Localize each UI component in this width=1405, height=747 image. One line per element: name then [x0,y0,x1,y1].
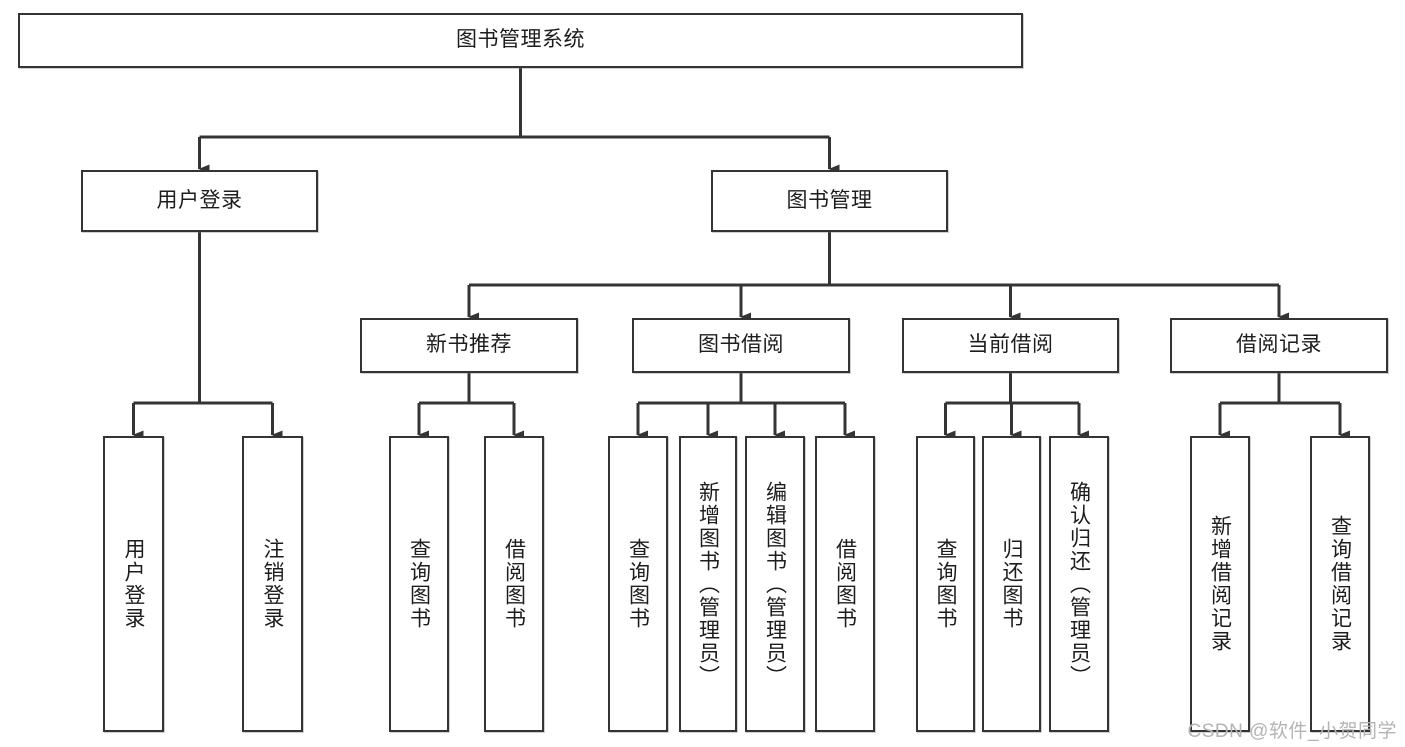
node-leaf-query-record[interactable]: 查询借阅记录 [1310,436,1370,732]
node-label: 新增借阅记录 [1208,515,1232,653]
node-leaf-borrow-book-1[interactable]: 借阅图书 [484,436,544,732]
node-label: 新增图书（管理员） [696,480,720,688]
node-label: 查询图书 [934,538,957,630]
node-leaf-add-book[interactable]: 新增图书（管理员） [679,436,737,732]
node-new-book-rec[interactable]: 新书推荐 [360,318,578,373]
node-label: 图书管理系统 [456,28,585,52]
node-label: 注销登录 [261,538,284,630]
node-label: 用户登录 [156,188,243,212]
node-borrow-record[interactable]: 借阅记录 [1170,318,1388,373]
node-label: 归还图书 [1000,538,1023,630]
node-current-borrow[interactable]: 当前借阅 [902,318,1119,373]
node-label: 借阅图书 [833,538,857,630]
node-label: 当前借阅 [967,333,1054,357]
node-leaf-edit-book[interactable]: 编辑图书（管理员） [745,436,805,732]
node-label: 借阅记录 [1236,333,1322,357]
node-leaf-query-book-3[interactable]: 查询图书 [916,436,975,732]
node-user-login[interactable]: 用户登录 [81,170,318,232]
node-label: 查询图书 [626,538,650,630]
node-label: 用户登录 [122,538,145,630]
node-leaf-add-record[interactable]: 新增借阅记录 [1190,436,1250,732]
node-root[interactable]: 图书管理系统 [18,13,1023,68]
node-book-manage[interactable]: 图书管理 [711,170,948,232]
node-label: 查询图书 [407,538,431,630]
node-label: 编辑图书（管理员） [763,480,787,688]
node-leaf-query-book-1[interactable]: 查询图书 [389,436,449,732]
node-label: 借阅图书 [502,538,526,630]
node-book-borrow[interactable]: 图书借阅 [632,318,850,373]
node-label: 新书推荐 [426,333,512,357]
node-label: 查询借阅记录 [1328,515,1352,653]
node-leaf-user-login[interactable]: 用户登录 [103,436,164,732]
edge-group [132,68,1350,440]
node-label: 确认归还（管理员） [1067,480,1091,688]
node-label: 图书借阅 [698,333,784,357]
node-leaf-confirm-return[interactable]: 确认归还（管理员） [1049,436,1109,732]
node-leaf-query-book-2[interactable]: 查询图书 [608,436,668,732]
node-leaf-borrow-book-2[interactable]: 借阅图书 [815,436,875,732]
node-label: 图书管理 [786,188,873,212]
node-leaf-return-book[interactable]: 归还图书 [982,436,1041,732]
node-leaf-user-logout[interactable]: 注销登录 [242,436,303,732]
